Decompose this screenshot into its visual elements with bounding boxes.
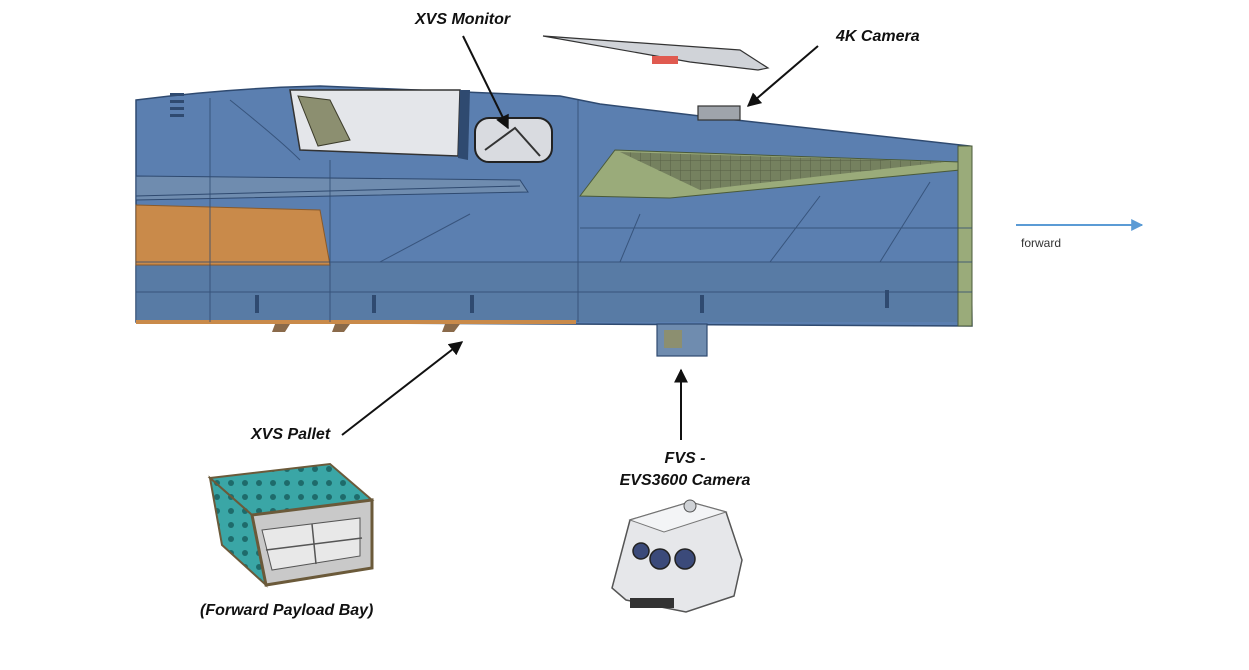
label-xvs-pallet: XVS Pallet — [251, 426, 331, 443]
xvs-monitor-arrow — [462, 35, 509, 130]
xvs-pallet-illustration — [207, 462, 375, 588]
evs3600-camera-illustration — [611, 499, 743, 613]
label-forward: forward — [1021, 236, 1062, 250]
label-xvs-monitor: XVS Monitor — [415, 11, 511, 28]
canopy-panel-part — [542, 35, 770, 71]
label-fvs-line2: EVS3600 Camera — [619, 472, 751, 489]
fuselage — [135, 85, 973, 357]
xvs-pallet-arrow — [341, 341, 464, 436]
label-4k-camera: 4K Camera — [836, 28, 920, 45]
4k-camera-arrow — [746, 45, 819, 107]
label-forward-payload-bay: (Forward Payload Bay) — [200, 602, 374, 619]
label-fvs-line1: FVS - — [664, 450, 706, 467]
